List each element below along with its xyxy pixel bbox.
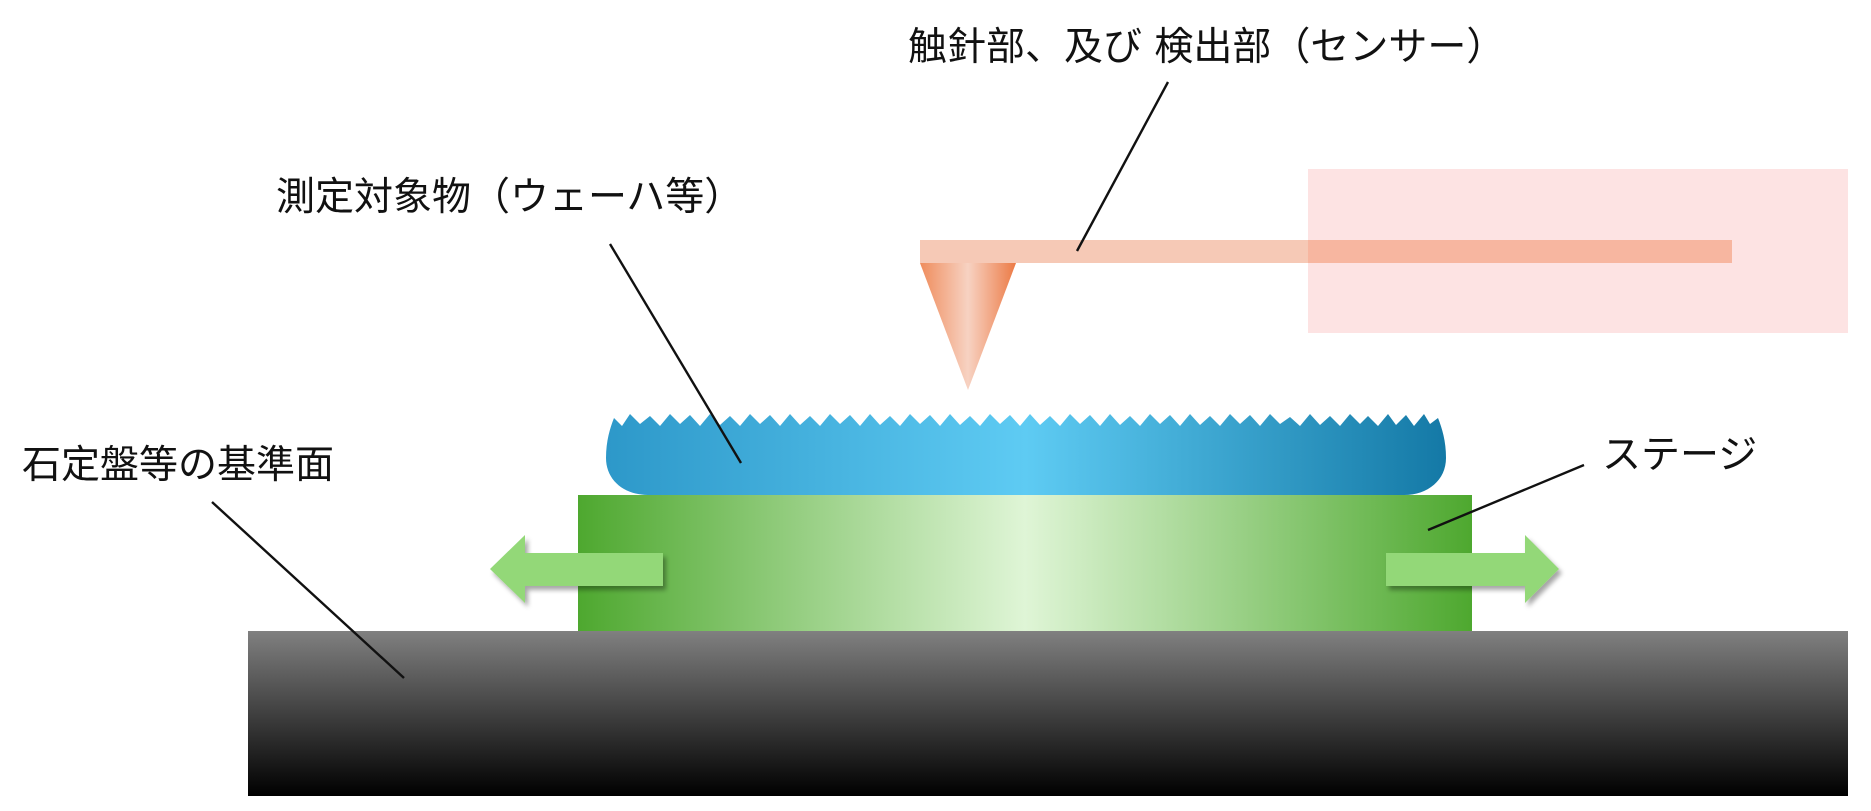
stage-block [578,495,1472,631]
reference-surface-plate [248,631,1848,796]
probe-arm-sensor-overlap [1308,240,1732,263]
wafer-measured-object [606,414,1446,495]
stylus-tip [920,263,1016,390]
leader-line-probe [1075,81,1170,252]
stage-left-arrow-icon [490,535,663,603]
reference-surface-label: 石定盤等の基準面 [22,443,335,488]
measured-object-label: 測定対象物（ウェーハ等） [276,175,744,220]
stage-label: ステージ [1602,433,1758,478]
probe-sensor-label: 触針部、及び 検出部（センサー） [908,25,1506,70]
leader-line-base [211,501,405,679]
leader-line-object [608,243,743,464]
stage-right-arrow-icon [1386,535,1559,603]
leader-line-stage [1427,463,1585,532]
